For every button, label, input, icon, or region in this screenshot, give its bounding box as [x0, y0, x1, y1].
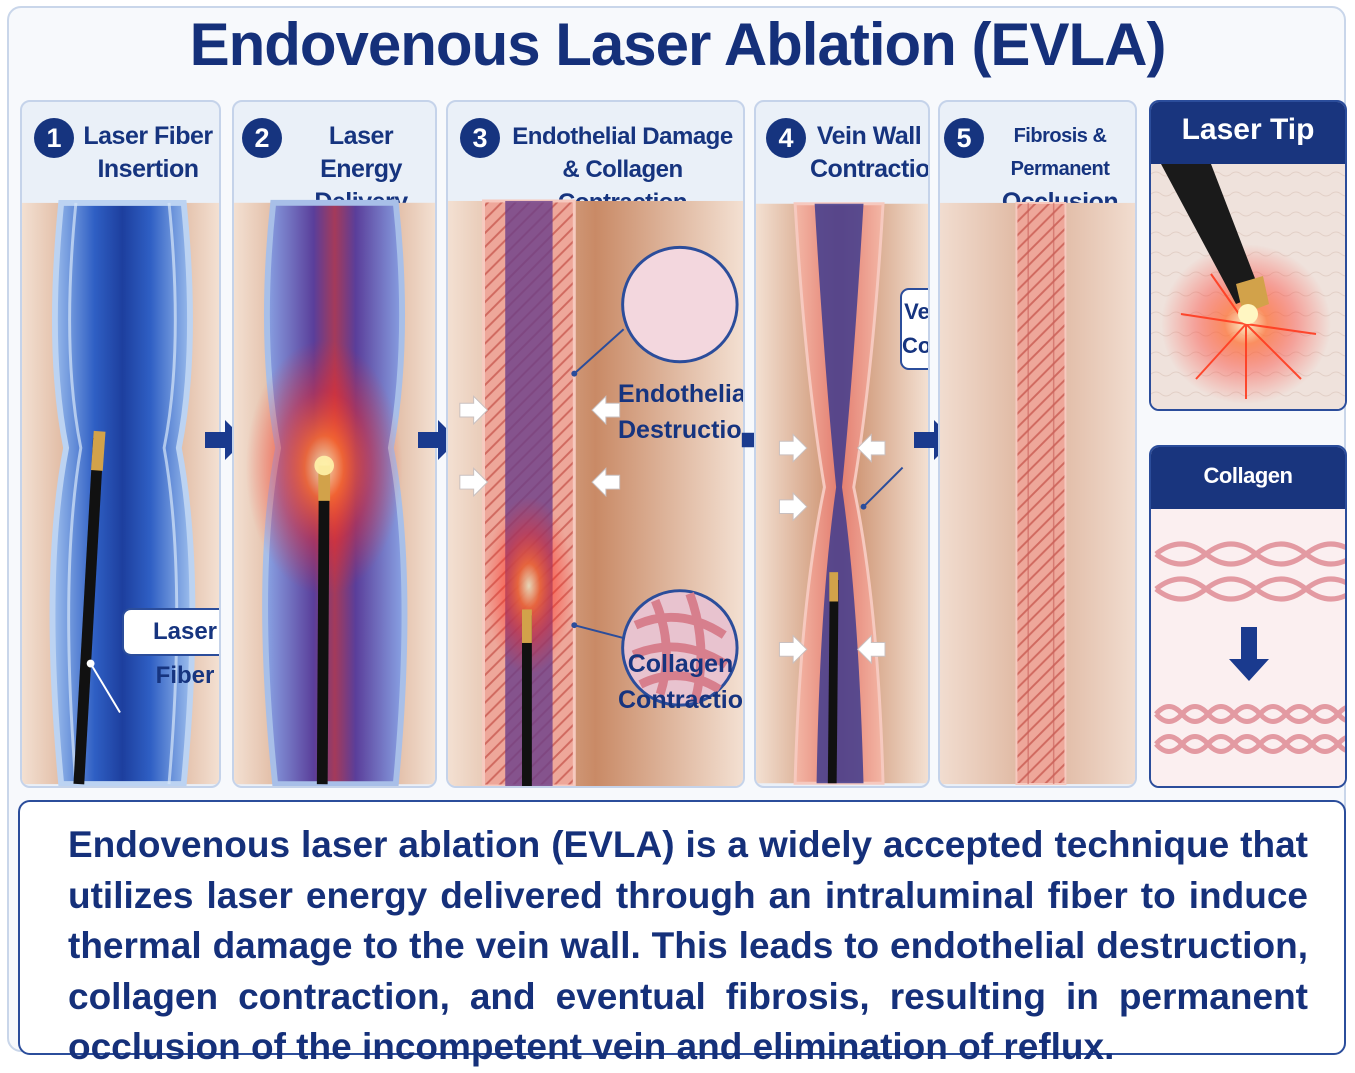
- endothelial-label-line1: Endothelial: [618, 376, 743, 412]
- description-text: Endovenous laser ablation (EVLA) is a wi…: [68, 820, 1308, 1073]
- fiber-insertion-illustration: [22, 197, 219, 788]
- step-4-panel: 4 Vein Wall Contraction Vein Wall Contra…: [754, 100, 930, 788]
- collagen-contraction-label: Collagen Contraction: [618, 646, 743, 718]
- step-1-panel: 1 Laser Fiber Insertion Laser Fiber: [20, 100, 221, 788]
- step-2-title-line1: Laser Energy: [286, 120, 436, 186]
- collagen-card-heading: Collagen Contraction: [1151, 447, 1345, 509]
- step-5-panel: 5 Fibrosis & Permanent Occlusion: [938, 100, 1137, 788]
- step-5-number: 5: [944, 118, 984, 158]
- energy-delivery-illustration: [234, 197, 435, 788]
- step-3-number: 3: [460, 118, 500, 158]
- step-4-number: 4: [766, 118, 806, 158]
- endothelial-destruction-label: Endothelial Destruction: [618, 376, 743, 448]
- collagen-label-line1: Collagen: [618, 646, 743, 682]
- vein-wall-callout: Vein Wall Contraction: [900, 288, 930, 370]
- collagen-contraction-illustration: [1151, 509, 1347, 788]
- step-2-number: 2: [242, 118, 282, 158]
- collagen-label-line2: Contraction: [618, 682, 743, 718]
- step-1-number: 1: [34, 118, 74, 158]
- collagen-contraction-card: Collagen Contraction: [1149, 445, 1347, 788]
- step-4-title-line2: Contraction: [810, 153, 928, 186]
- step-1-title-line2: Insertion: [78, 153, 218, 186]
- step-3-title-line1: Endothelial Damage: [500, 120, 745, 153]
- step-5-title-line1: Fibrosis & Permanent: [984, 120, 1136, 186]
- description-box: Endovenous laser ablation (EVLA) is a wi…: [18, 800, 1346, 1055]
- laser-fiber-callout: Laser Fiber: [122, 608, 221, 656]
- fibrosis-occlusion-illustration: [940, 197, 1135, 788]
- vein-wall-contraction-illustration: [756, 197, 928, 788]
- laser-tip-heading: Laser Tip: [1151, 102, 1345, 164]
- step-4-title-line1: Vein Wall: [810, 120, 928, 153]
- laser-tip-illustration: [1151, 164, 1347, 411]
- vein-wall-callout-line2: Contraction: [902, 329, 930, 363]
- step-1-title-line1: Laser Fiber: [78, 120, 218, 153]
- laser-tip-card: Laser Tip: [1149, 100, 1347, 411]
- step-3-panel: 3 Endothelial Damage & Collagen Contract…: [446, 100, 745, 788]
- page-title: Endovenous Laser Ablation (EVLA): [0, 10, 1355, 79]
- endothelial-label-line2: Destruction: [618, 412, 743, 448]
- step-2-panel: 2 Laser Energy Delivery: [232, 100, 437, 788]
- vein-wall-callout-line1: Vein Wall: [902, 295, 930, 329]
